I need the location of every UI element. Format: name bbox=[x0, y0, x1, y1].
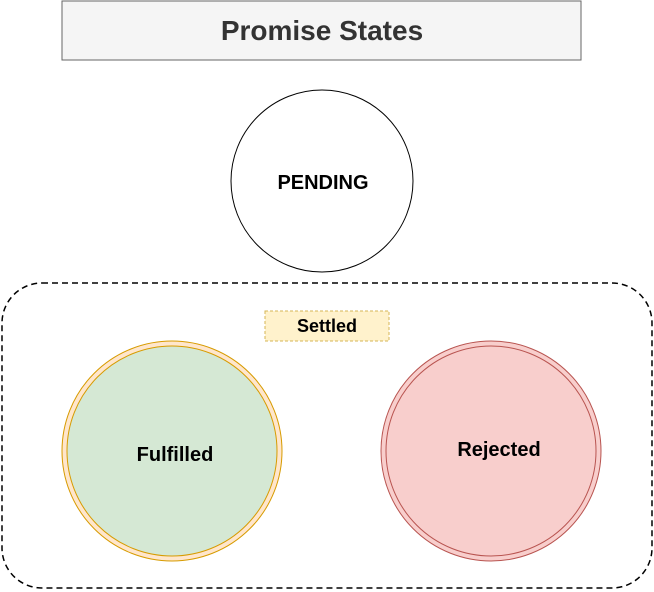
settled-group-border bbox=[1, 282, 653, 589]
fulfilled-circle bbox=[66, 345, 278, 557]
settled-label-rect bbox=[264, 310, 390, 342]
title-box-rect bbox=[61, 0, 582, 61]
pending-state: PENDING bbox=[230, 89, 414, 273]
pending-label: PENDING bbox=[277, 172, 368, 194]
pending-circle bbox=[230, 89, 414, 273]
rejected-state: Rejected bbox=[380, 340, 602, 562]
fulfilled-state: Fulfilled bbox=[61, 340, 283, 562]
settled-group: Settled Fulfilled Rejected bbox=[1, 282, 653, 589]
diagram-title: Promise States bbox=[221, 15, 423, 46]
title-box: Promise States bbox=[61, 0, 582, 61]
settled-label: Settled bbox=[297, 316, 357, 336]
rejected-label: Rejected bbox=[457, 439, 540, 461]
settled-label-box: Settled bbox=[264, 310, 390, 342]
fulfilled-label: Fulfilled bbox=[137, 444, 214, 466]
rejected-circle bbox=[385, 345, 597, 557]
